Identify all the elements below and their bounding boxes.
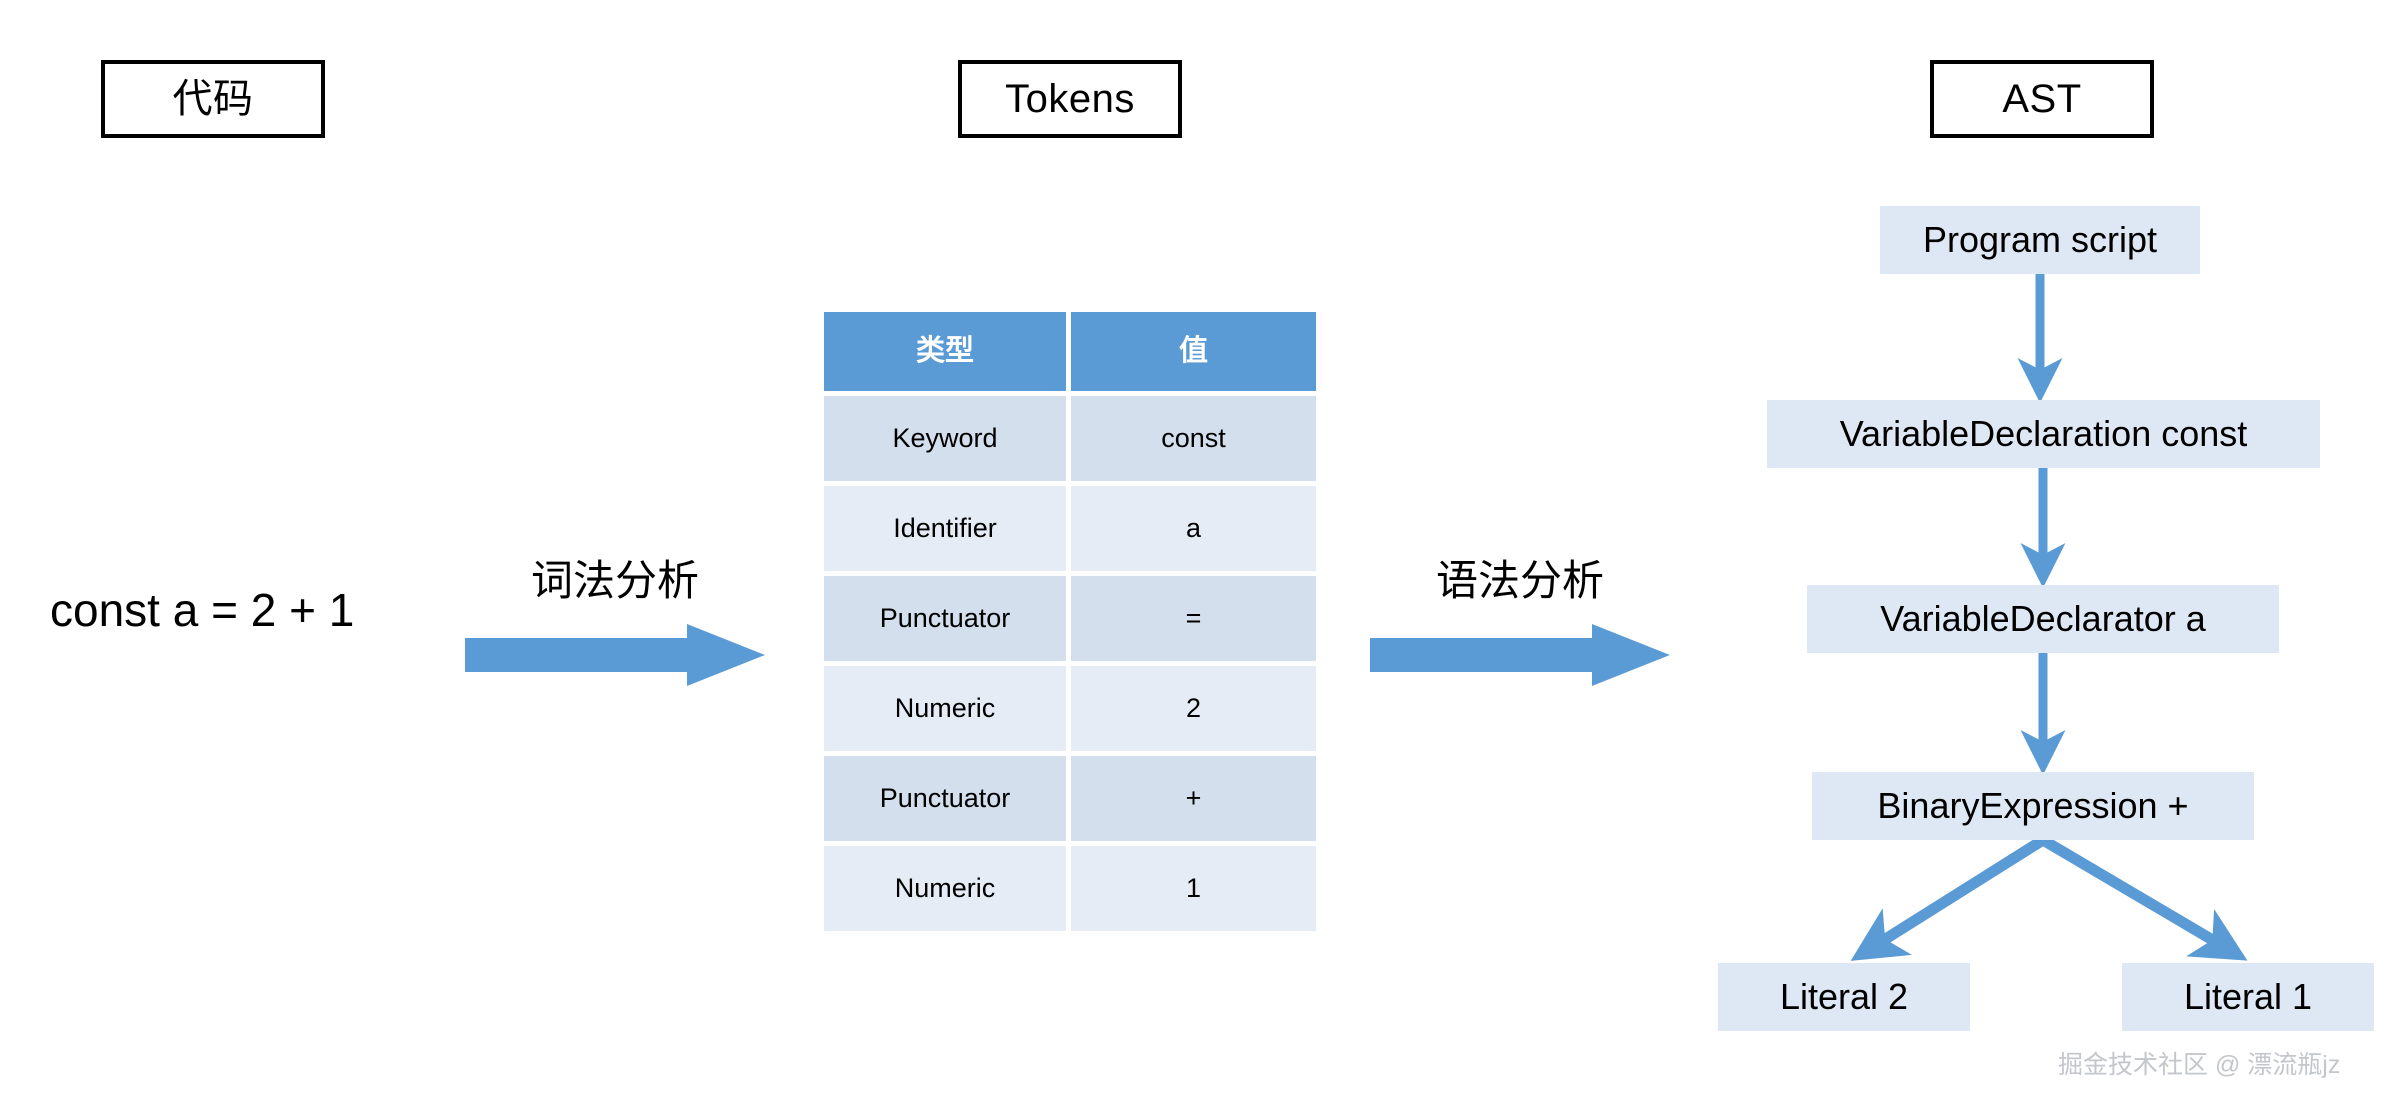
cell-token-type: Punctuator [824,756,1066,841]
right-arrow-icon [1370,624,1670,686]
cell-token-type: Punctuator [824,576,1066,661]
tokens-table: 类型 值 Keyword const Identifier a Punctuat… [824,312,1316,936]
table-row: Numeric 1 [824,846,1316,931]
stage-lexical-analysis-label: 词法分析 [530,557,699,604]
section-header-code-label: 代码 [172,77,254,121]
cell-token-type: Numeric [824,666,1066,751]
table-row: Punctuator + [824,756,1316,841]
cell-token-type: Identifier [824,486,1066,571]
table-row: Numeric 2 [824,666,1316,751]
section-header-tokens: Tokens [958,60,1182,138]
table-row: Identifier a [824,486,1316,571]
stage-lexical-analysis: 词法分析 [455,560,775,700]
ast-edge-arrow [1850,835,2046,961]
ast-node-label: VariableDeclarator a [1880,598,2206,639]
tokens-table-header-row: 类型 值 [824,312,1316,391]
ast-node-literal-1: Literal 1 [2122,963,2374,1031]
ast-node-label: VariableDeclaration const [1839,413,2248,454]
ast-node-variable-declaration: VariableDeclaration const [1767,400,2320,468]
ast-edge-arrow [2040,835,2248,961]
section-header-tokens-label: Tokens [1005,77,1135,121]
cell-token-value: 1 [1071,846,1316,931]
ast-node-label: Literal 2 [1779,976,1909,1017]
cell-token-value: 2 [1071,666,1316,751]
watermark: 掘金技术社区 @ 漂流瓶jz [2058,1051,2341,1079]
ast-node-label: Literal 1 [2183,976,2313,1017]
ast-node-label: Program script [1922,219,2158,260]
cell-token-value: + [1071,756,1316,841]
section-header-code: 代码 [101,60,325,138]
cell-token-type: Keyword [824,396,1066,481]
right-arrow-icon [465,624,765,686]
cell-token-value: const [1071,396,1316,481]
ast-node-label: BinaryExpression + [1877,785,2189,826]
cell-token-value: a [1071,486,1316,571]
table-row: Keyword const [824,396,1316,481]
ast-node-variable-declarator: VariableDeclarator a [1807,585,2279,653]
stage-syntax-analysis: 语法分析 [1360,560,1680,700]
stage-syntax-analysis-label: 语法分析 [1435,557,1604,604]
section-header-ast-label: AST [2002,77,2082,121]
section-header-ast: AST [1930,60,2154,138]
source-code-text: const a = 2 + 1 [50,584,355,636]
ast-node-literal-2: Literal 2 [1718,963,1970,1031]
column-header-type: 类型 [824,312,1066,391]
ast-node-program-script: Program script [1880,206,2200,274]
cell-token-type: Numeric [824,846,1066,931]
ast-node-binary-expression: BinaryExpression + [1812,772,2254,840]
column-header-value: 值 [1071,312,1316,391]
cell-token-value: = [1071,576,1316,661]
table-row: Punctuator = [824,576,1316,661]
